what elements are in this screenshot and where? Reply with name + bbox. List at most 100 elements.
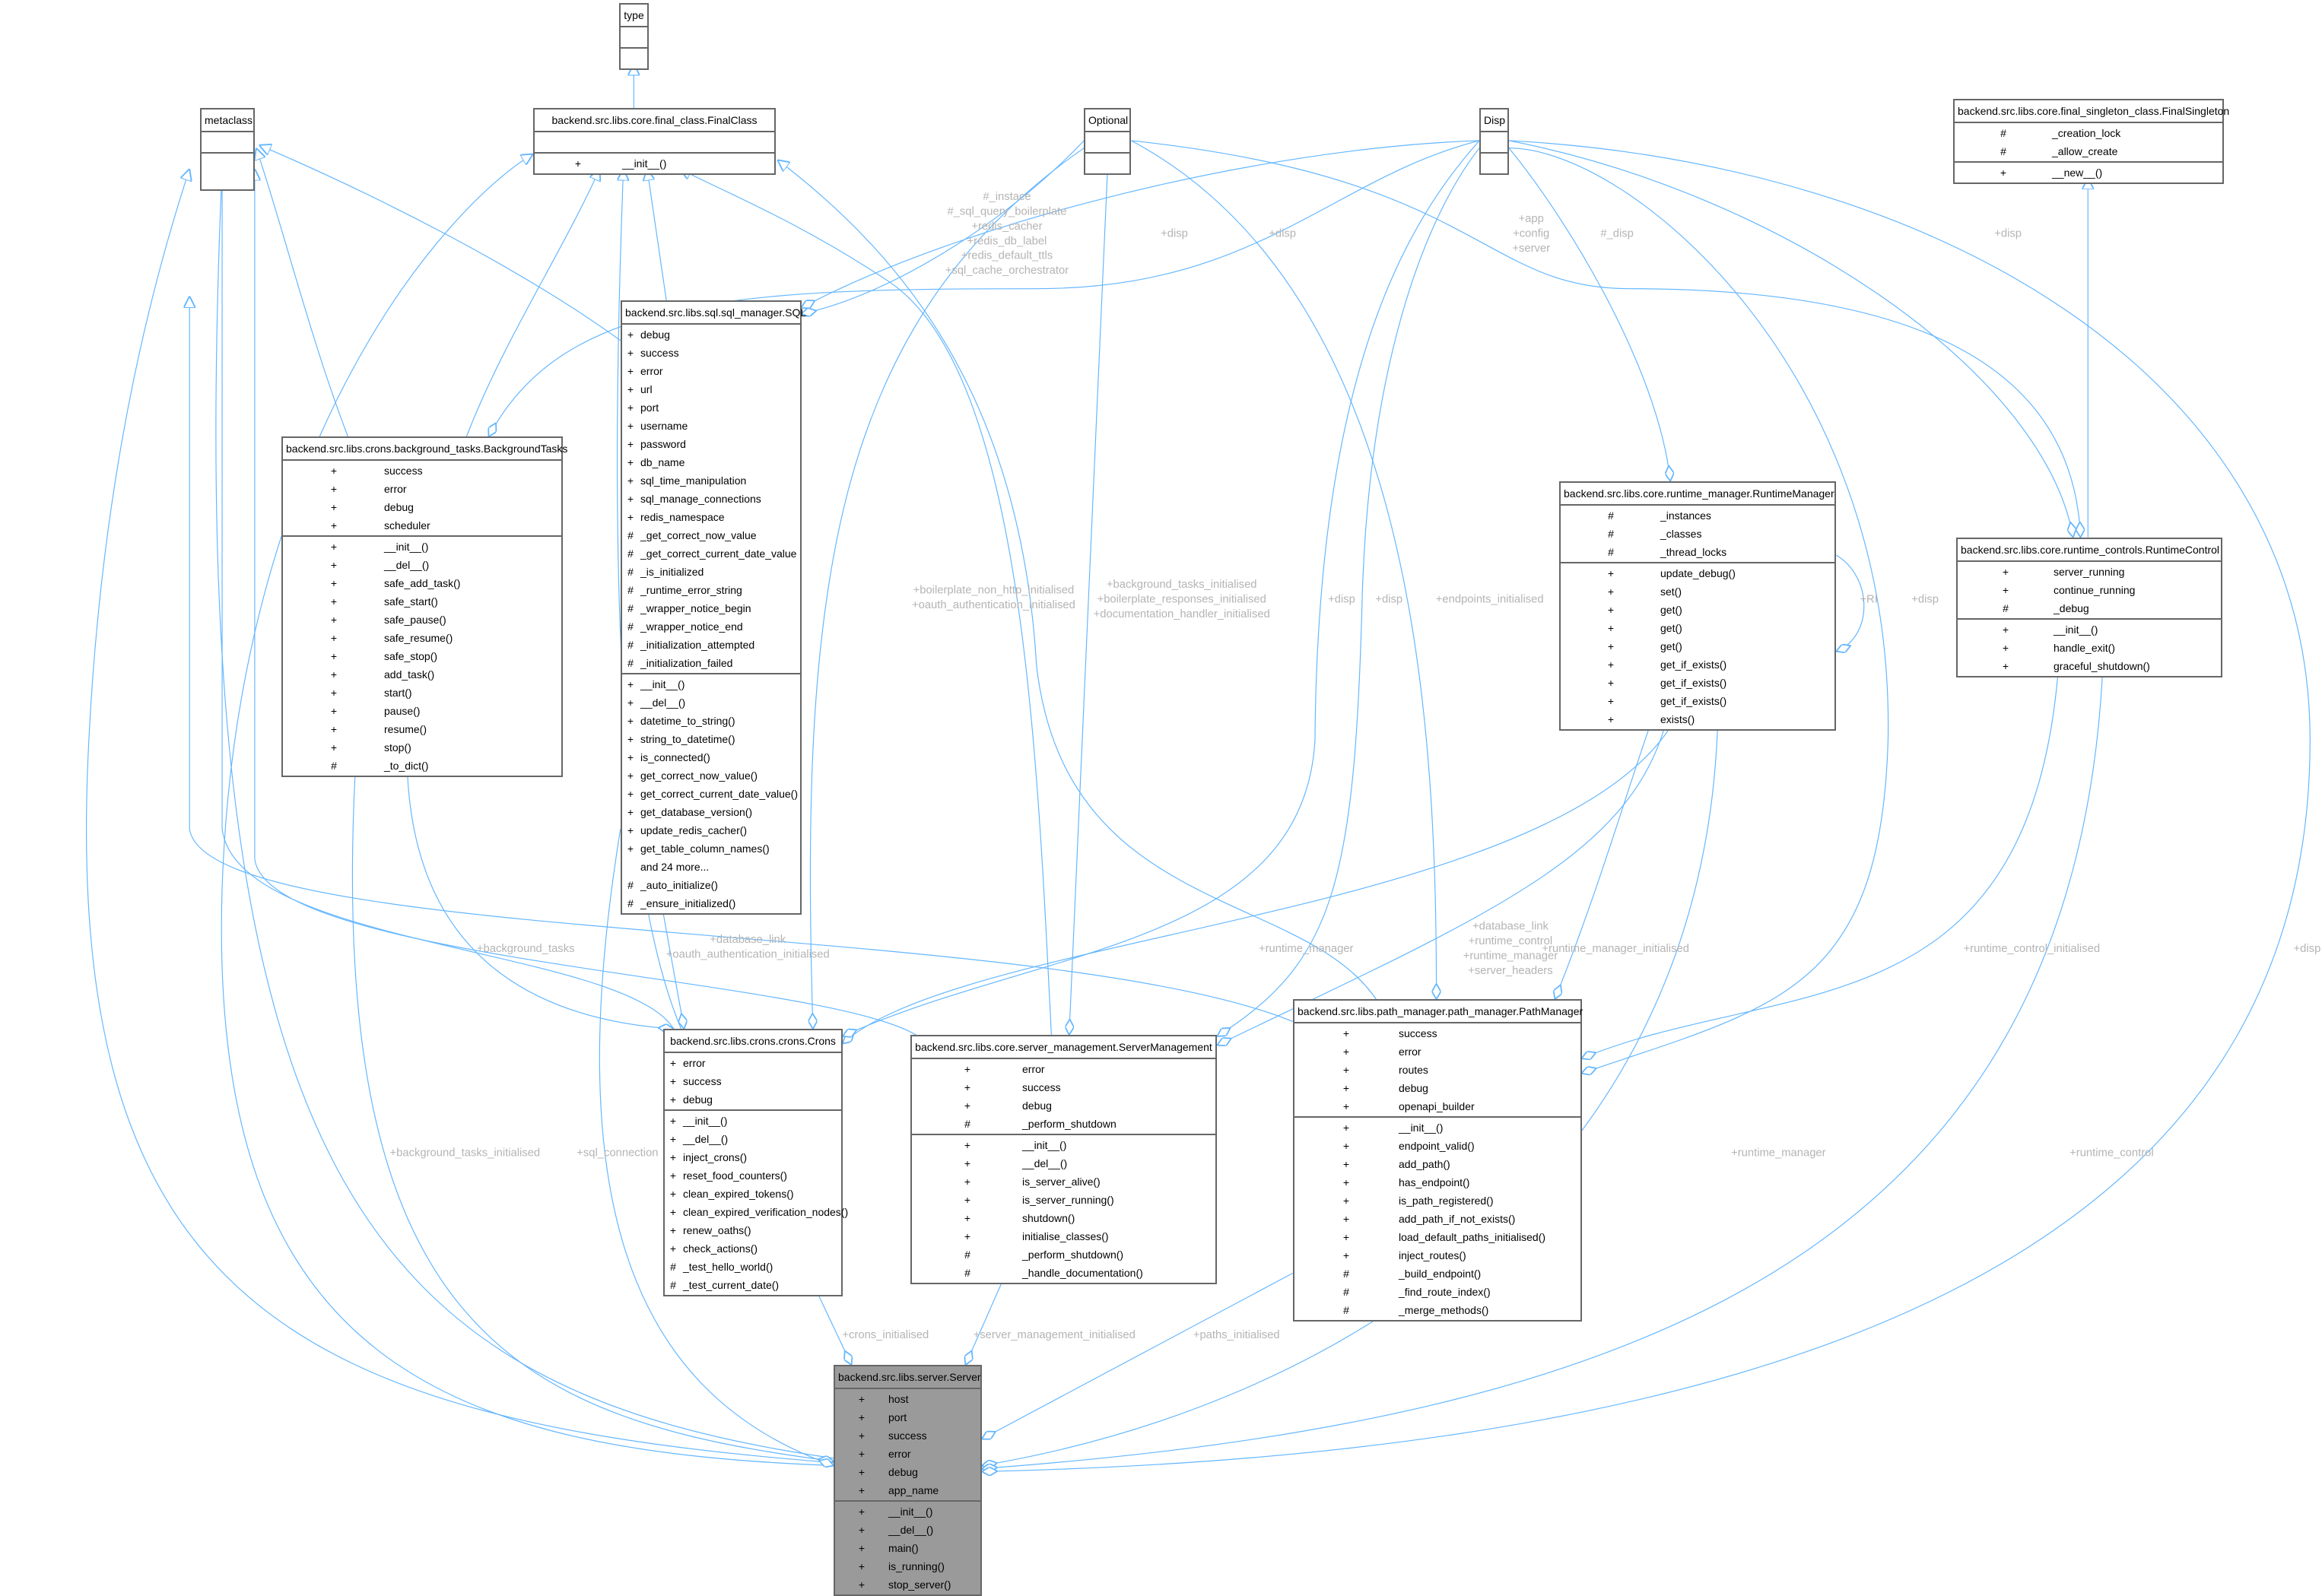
class-method: +inject_crons() [665, 1148, 841, 1166]
aggregation-edge [661, 906, 684, 1030]
visibility-marker: + [669, 1169, 677, 1182]
class-attribute: #_debug [1958, 599, 2221, 617]
member-name: _test_hello_world() [683, 1261, 773, 1273]
edge-label-line: +background_tasks [477, 943, 575, 955]
visibility-marker: + [627, 474, 634, 487]
member-name: sql_manage_connections [640, 493, 761, 505]
class-box-runtimecontrol[interactable]: backend.src.libs.core.runtime_controls.R… [1956, 538, 2222, 677]
class-box-crons[interactable]: backend.src.libs.crons.crons.Crons+error… [663, 1029, 848, 1296]
visibility-marker: + [627, 678, 634, 690]
member-name: shutdown() [1022, 1212, 1075, 1224]
member-name: _runtime_error_string [640, 584, 742, 596]
class-method: +get() [1561, 619, 1834, 637]
edge-label-line: +background_tasks_initialised [390, 1147, 541, 1160]
class-attribute: +db_name [622, 453, 800, 471]
visibility-marker: + [964, 1099, 971, 1112]
visibility-marker: + [330, 559, 338, 571]
class-attribute: +success [665, 1072, 841, 1090]
member-name: success [384, 465, 423, 477]
edge-label: +boilerplate_non_http_initialised+oauth_… [912, 585, 1075, 611]
class-attributes [621, 27, 647, 47]
aggregation-edge [599, 829, 834, 1465]
class-box-optional[interactable]: Optional [1084, 108, 1131, 175]
edge-label-line: +disp [1375, 593, 1402, 605]
class-method: +__init__() [535, 154, 774, 173]
class-box-pathmanager[interactable]: backend.src.libs.path_manager.path_manag… [1293, 999, 1583, 1322]
class-method: #_to_dict() [283, 757, 561, 775]
class-method: +get_correct_now_value() [622, 766, 800, 785]
member-name: __del__() [1022, 1157, 1068, 1169]
visibility-marker: # [670, 1261, 676, 1273]
visibility-marker: + [330, 741, 338, 754]
class-box-runtimemanager[interactable]: backend.src.libs.core.runtime_manager.Ru… [1559, 481, 1836, 731]
edge-label: +runtime_manager [1731, 1147, 1826, 1160]
aggregation-edge [1555, 722, 1652, 999]
class-methods: +__init__()+__del__()+safe_add_task()+sa… [283, 535, 561, 776]
class-attribute: #_wrapper_notice_end [622, 617, 800, 636]
member-name: handle_exit() [2054, 642, 2115, 654]
inherit-edge [647, 169, 667, 301]
class-box-server[interactable]: backend.src.libs.server.Server+host+port… [834, 1365, 982, 1596]
edge-label: +app+config+server [1512, 213, 1550, 255]
visibility-marker: # [627, 529, 634, 541]
aggregation-edge [1131, 140, 1437, 999]
member-name: host [888, 1393, 909, 1405]
class-box-sql[interactable]: backend.src.libs.sql.sql_manager.SQL+deb… [621, 300, 806, 915]
class-method: #_find_route_index() [1294, 1283, 1580, 1301]
visibility-marker: + [330, 668, 338, 681]
class-methods [621, 47, 647, 68]
visibility-marker: + [964, 1176, 971, 1188]
class-box-type[interactable]: type [619, 3, 649, 70]
visibility-marker: + [627, 401, 634, 414]
visibility-marker: + [2002, 660, 2009, 672]
class-box-backgroundtasks[interactable]: backend.src.libs.crons.background_tasks.… [281, 436, 567, 777]
edge-label-line: +sql_connection [577, 1147, 658, 1160]
class-method: #_auto_initialize() [622, 876, 800, 894]
edge-label-line: +RI [1860, 593, 1877, 605]
member-name: add_path() [1399, 1158, 1450, 1170]
edge-label-line: +app [1519, 213, 1544, 225]
class-attribute: #_wrapper_notice_begin [622, 599, 800, 617]
class-box-finalsingleton[interactable]: backend.src.libs.core.final_singleton_cl… [1953, 99, 2229, 184]
member-name: _perform_shutdown [1022, 1118, 1117, 1130]
class-method: +__new__() [1955, 163, 2222, 182]
edge-label: +disp [1161, 228, 1188, 240]
class-attribute: #_instances [1561, 506, 1834, 525]
edge-label: +disp [2294, 943, 2321, 955]
member-name: _is_initialized [640, 566, 704, 578]
member-name: debug [384, 501, 414, 513]
member-name: app_name [888, 1484, 939, 1496]
aggregation-edge [489, 140, 1480, 436]
class-attribute: #_runtime_error_string [622, 581, 800, 599]
class-method: +exists() [1561, 710, 1834, 728]
member-name: _ensure_initialized() [640, 897, 736, 909]
class-method: +__init__() [1958, 620, 2221, 639]
class-box-servermanagement[interactable]: backend.src.libs.core.server_management.… [910, 1035, 1217, 1284]
edge-label-line: +runtime_control [1469, 935, 1553, 947]
edge-label-line: +endpoints_initialised [1436, 593, 1544, 605]
visibility-marker: + [330, 541, 338, 553]
class-name: backend.src.libs.sql.sql_manager.SQL [622, 302, 806, 325]
class-method: +__init__() [1294, 1118, 1580, 1137]
class-method: +stop() [283, 738, 561, 757]
class-box-metaclass[interactable]: metaclass [200, 108, 255, 191]
member-name: update_debug() [1660, 567, 1736, 579]
visibility-marker: # [331, 760, 337, 772]
edge-label-line: +oauth_authentication_initialised [666, 949, 830, 961]
visibility-marker: + [858, 1560, 866, 1572]
visibility-marker: + [1342, 1176, 1350, 1188]
class-box-finalclass[interactable]: backend.src.libs.core.final_class.FinalC… [533, 108, 776, 175]
member-name: _initialization_failed [640, 657, 733, 669]
inherit-edge [215, 169, 834, 1459]
class-box-disp[interactable]: Disp [1479, 108, 1509, 175]
class-method: +get_if_exists() [1561, 674, 1834, 692]
member-name: stop_server() [888, 1579, 951, 1591]
class-attribute: #_creation_lock [1955, 124, 2222, 142]
visibility-marker: + [627, 456, 634, 468]
visibility-marker: + [1607, 622, 1615, 634]
aggregation-edge [801, 140, 1480, 308]
member-name: error [1022, 1063, 1045, 1075]
class-method: +get() [1561, 637, 1834, 655]
edge-label-line: +disp [1994, 228, 2022, 240]
visibility-marker: + [858, 1484, 866, 1496]
